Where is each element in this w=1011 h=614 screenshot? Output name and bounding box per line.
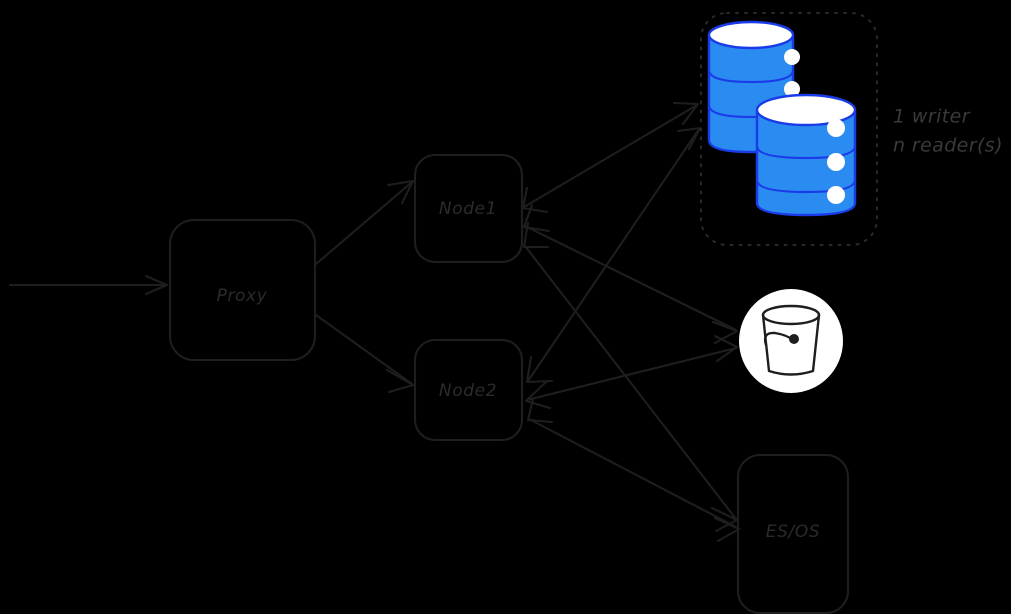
- database-group[interactable]: [700, 12, 878, 246]
- edge-node2-database: [525, 126, 702, 384]
- cylinder-status-dot: [827, 119, 845, 137]
- edge-proxy-to-node1: [314, 179, 415, 266]
- esos-node[interactable]: ES/OS: [736, 453, 850, 614]
- edge-node2-esos: [526, 397, 741, 543]
- edge-node1-bucket: [522, 203, 739, 345]
- proxy-label: Proxy: [217, 286, 268, 306]
- cylinder-status-dot: [784, 49, 800, 65]
- edge-node1-esos: [522, 221, 739, 533]
- node1-box[interactable]: [413, 153, 524, 264]
- cylinder-status-dot: [827, 153, 845, 171]
- edge-proxy-to-node2: [314, 313, 415, 394]
- database-group-border: [700, 12, 878, 246]
- cylinder-status-dot: [827, 186, 845, 204]
- node1-label: Node1: [439, 199, 497, 219]
- edge-node1-database: [521, 101, 700, 214]
- node1-node[interactable]: Node1: [413, 153, 524, 264]
- bucket-icon: [761, 304, 821, 376]
- cylinder-status-dot: [784, 81, 800, 97]
- node2-label: Node2: [439, 381, 497, 401]
- esos-box[interactable]: [736, 453, 850, 614]
- incoming-request-arrow: [8, 274, 169, 296]
- proxy-box[interactable]: [168, 218, 317, 362]
- proxy-node[interactable]: Proxy: [168, 218, 317, 362]
- database-cylinder-reader[interactable]: [755, 93, 857, 217]
- node2-node[interactable]: Node2: [413, 338, 524, 442]
- database-annotation: 1 writer n reader(s): [893, 106, 1003, 157]
- annotation-line-1: 1 writer: [893, 106, 971, 128]
- esos-label: ES/OS: [766, 522, 820, 542]
- object-store-node[interactable]: [739, 289, 843, 393]
- annotation-line-2: n reader(s): [893, 135, 1003, 157]
- edge-node2-bucket: [524, 334, 739, 410]
- node2-box[interactable]: [413, 338, 524, 442]
